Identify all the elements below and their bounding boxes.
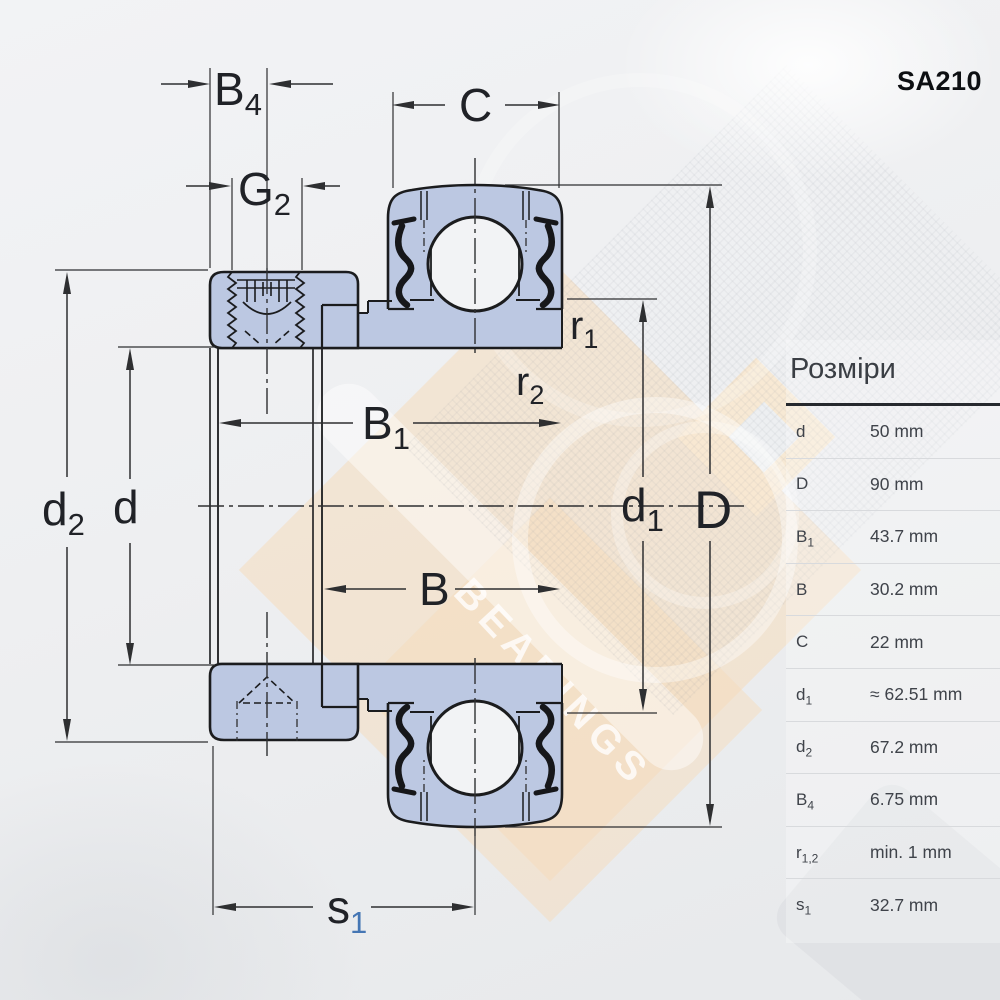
table-row: B1 43.7 mm — [786, 511, 1000, 564]
locking-collar-top — [208, 270, 360, 350]
table-row: d1 ≈ 62.51 mm — [786, 669, 1000, 722]
table-row-value: min. 1 mm — [870, 842, 952, 863]
dimension-b — [324, 585, 560, 593]
dim-label-b4: B4 — [214, 63, 262, 122]
table-row-label: s1 — [796, 895, 812, 918]
dim-label-b1: B1 — [362, 397, 410, 456]
dimensions-panel-rule — [786, 403, 1000, 406]
product-code: SA210 — [896, 66, 982, 96]
dim-label-r2: r2 — [516, 360, 544, 410]
dim-label-d: d — [113, 481, 139, 533]
table-row: B 30.2 mm — [786, 564, 1000, 617]
dimension-s1 — [214, 903, 474, 911]
table-row-value: 67.2 mm — [870, 736, 939, 757]
dimension-b1 — [219, 419, 561, 427]
dim-label-b: B — [419, 563, 450, 615]
dimension-g2 — [186, 182, 340, 190]
table-row: D 90 mm — [786, 459, 1000, 512]
extension-lines — [55, 68, 722, 915]
table-row: d2 67.2 mm — [786, 722, 1000, 775]
dimension-b4 — [161, 80, 333, 88]
table-row-label: d2 — [796, 737, 813, 760]
table-row-label: B — [796, 579, 808, 599]
dimensions-panel: Розміри d 50 mm D 90 mm B1 43.7 mm B 30.2 mm C 22… — [786, 340, 1000, 943]
dim-label-s1: s1 — [327, 881, 367, 940]
dimension-c — [392, 101, 560, 109]
table-row: s1 32.7 mm — [786, 879, 1000, 931]
dimension-rows: d 50 mm D 90 mm B1 43.7 mm B 30.2 mm C 22 mm d1 ≈ 6… — [786, 406, 1000, 931]
centerlines — [198, 158, 744, 836]
table-row-value: 43.7 mm — [870, 526, 939, 547]
table-row-value: 22 mm — [870, 631, 924, 652]
table-row-label: r1,2 — [796, 842, 819, 865]
background-highlight — [520, 0, 1000, 360]
table-row: B4 6.75 mm — [786, 774, 1000, 827]
dimension-d2 — [63, 272, 71, 741]
dim-label-d1: d1 — [621, 479, 664, 538]
dimension-d — [126, 348, 134, 665]
table-row-value: 50 mm — [870, 421, 924, 442]
table-row: C 22 mm — [786, 616, 1000, 669]
table-row-label: C — [796, 632, 809, 652]
table-row-label: d — [796, 421, 806, 441]
table-row-value: 90 mm — [870, 473, 924, 494]
dimensions-panel-title: Розміри — [790, 353, 896, 385]
table-row-value: 30.2 mm — [870, 579, 939, 600]
table-row-value: 6.75 mm — [870, 789, 939, 810]
table-row-label: d1 — [796, 684, 813, 708]
dim-label-g2: G2 — [238, 163, 291, 222]
dim-label-d2: d2 — [42, 483, 85, 542]
dim-label-c: C — [459, 79, 492, 131]
locking-collar-bottom — [208, 662, 360, 742]
table-row: r1,2 min. 1 mm — [786, 827, 1000, 880]
dim-label-D: D — [694, 481, 732, 540]
dim-label-r1: r1 — [570, 304, 598, 354]
table-row-label: B4 — [796, 789, 815, 813]
dimension-d1 — [639, 300, 647, 711]
dimension-D — [706, 186, 714, 826]
table-row: d 50 mm — [786, 406, 1000, 459]
table-row-value: 32.7 mm — [870, 894, 939, 915]
table-row-label: D — [796, 474, 809, 494]
table-row-label: B1 — [796, 526, 815, 550]
table-row-value: ≈ 62.51 mm — [870, 684, 963, 705]
